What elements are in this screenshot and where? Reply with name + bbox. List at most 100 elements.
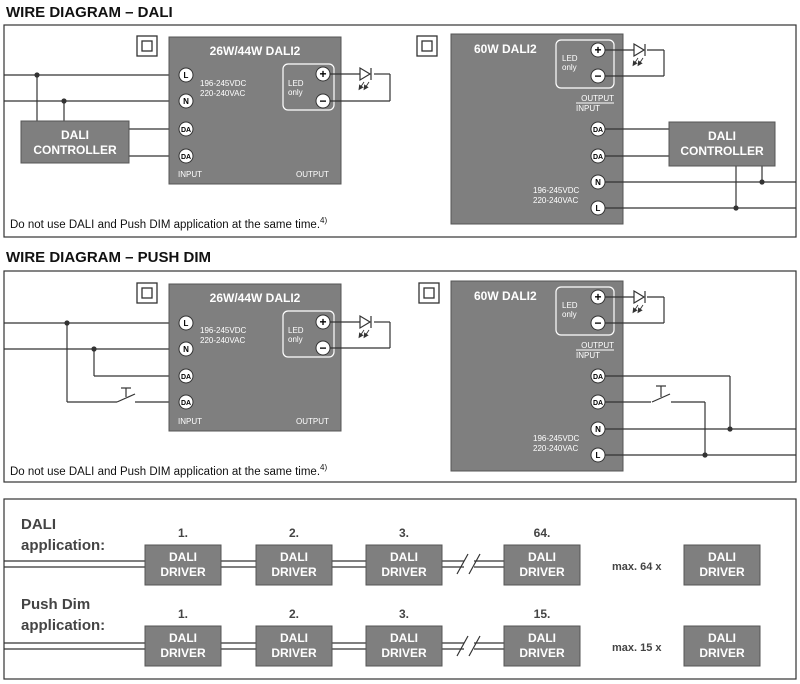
terminal-n: N — [590, 174, 606, 190]
wire-junction — [727, 426, 733, 432]
svg-text:DRIVER: DRIVER — [699, 646, 745, 660]
terminal-da: DA — [178, 368, 194, 384]
svg-text:DALI: DALI — [528, 631, 556, 645]
controller-label: DALI — [61, 128, 89, 142]
terminal-l: L — [590, 447, 606, 463]
svg-text:DALI: DALI — [169, 631, 197, 645]
input-label: INPUT — [178, 170, 202, 179]
push-driver-15: 15. DALI DRIVER — [503, 607, 581, 667]
output-label: OUTPUT — [296, 170, 329, 179]
terminal-n: N — [178, 93, 194, 109]
svg-text:1.: 1. — [178, 526, 188, 540]
output-label: OUTPUT — [296, 417, 329, 426]
wire-junction — [64, 320, 70, 326]
minus-terminal: − — [590, 315, 606, 331]
led-output-wires — [330, 73, 391, 102]
svg-text:−: − — [319, 341, 326, 355]
push-dim-application-label: Push Dim — [21, 596, 90, 613]
svg-text:DRIVER: DRIVER — [699, 565, 745, 579]
svg-text:1.: 1. — [178, 607, 188, 621]
svg-text:DRIVER: DRIVER — [271, 646, 317, 660]
dali-driver-64: 64. DALI DRIVER — [503, 526, 581, 586]
voltage-dc: 196-245VDC — [533, 434, 579, 443]
svg-text:DALI: DALI — [708, 631, 736, 645]
voltage-ac: 220-240VAC — [200, 336, 245, 345]
dali-warning-note: Do not use DALI and Push DIM application… — [10, 216, 327, 231]
terminal-da: DA — [590, 368, 606, 384]
minus-terminal: − — [590, 68, 606, 84]
svg-text:DALI: DALI — [528, 550, 556, 564]
voltage-ac: 220-240VAC — [533, 196, 578, 205]
svg-text:L: L — [596, 451, 601, 460]
right-push-wires — [605, 375, 796, 456]
svg-text:DALI: DALI — [280, 550, 308, 564]
svg-text:3.: 3. — [399, 526, 409, 540]
applications-frame — [3, 498, 797, 680]
svg-text:DRIVER: DRIVER — [160, 646, 206, 660]
wire-junction — [91, 346, 97, 352]
terminal-da: DA — [590, 121, 606, 137]
svg-text:DA: DA — [593, 400, 603, 407]
dali-driver-1: 1. DALI DRIVER — [144, 526, 222, 586]
led-only-label: only — [288, 88, 303, 97]
dali-application-label: DALI — [21, 516, 56, 533]
input-label: INPUT — [576, 351, 600, 360]
dali-driver-max: DALI DRIVER — [683, 544, 761, 586]
led-only-label: LED — [288, 326, 304, 335]
svg-text:15.: 15. — [534, 607, 551, 621]
svg-text:−: − — [594, 316, 601, 330]
svg-text:N: N — [183, 97, 189, 106]
minus-terminal: − — [315, 340, 331, 356]
svg-text:DALI: DALI — [280, 631, 308, 645]
terminal-n: N — [590, 421, 606, 437]
push-driver-max: DALI DRIVER — [683, 625, 761, 667]
led-diode-icon — [358, 66, 372, 91]
led-diode-icon — [358, 314, 372, 339]
svg-text:DRIVER: DRIVER — [381, 646, 427, 660]
push-dim-application-label: application: — [21, 617, 105, 634]
input-label: INPUT — [576, 104, 600, 113]
dali-max-label: max. 64 x — [612, 561, 662, 573]
terminal-da: DA — [590, 148, 606, 164]
dali-driver-2: 2. DALI DRIVER — [255, 526, 333, 586]
svg-text:DA: DA — [181, 127, 191, 134]
led-output-wires — [605, 296, 665, 324]
voltage-dc: 196-245VDC — [200, 79, 246, 88]
dali-application-label: application: — [21, 537, 105, 554]
wire-junction — [759, 179, 765, 185]
svg-text:DRIVER: DRIVER — [519, 646, 565, 660]
svg-text:64.: 64. — [534, 526, 551, 540]
svg-text:DALI: DALI — [390, 631, 418, 645]
svg-text:L: L — [596, 204, 601, 213]
push-dim-warning-note: Do not use DALI and Push DIM application… — [10, 463, 327, 478]
svg-text:2.: 2. — [289, 526, 299, 540]
svg-text:+: + — [319, 67, 326, 81]
plus-terminal: + — [590, 289, 606, 305]
led-diode-icon — [632, 42, 646, 67]
led-only-label: LED — [562, 54, 578, 63]
output-label: OUTPUT — [581, 341, 614, 350]
push-button-icon — [651, 385, 671, 406]
led-output-wires — [330, 321, 391, 349]
voltage-dc: 196-245VDC — [200, 326, 246, 335]
svg-text:DRIVER: DRIVER — [519, 565, 565, 579]
double-insulation-icon — [136, 282, 158, 304]
svg-text:3.: 3. — [399, 607, 409, 621]
svg-text:DRIVER: DRIVER — [381, 565, 427, 579]
svg-text:N: N — [595, 178, 601, 187]
led-only-label: LED — [288, 79, 304, 88]
push-driver-3: 3. DALI DRIVER — [365, 607, 443, 667]
svg-text:N: N — [183, 345, 189, 354]
svg-text:L: L — [184, 319, 189, 328]
voltage-dc: 196-245VDC — [533, 186, 579, 195]
terminal-da: DA — [178, 394, 194, 410]
svg-text:DA: DA — [181, 374, 191, 381]
double-insulation-icon — [136, 35, 158, 57]
wire-junction — [34, 72, 40, 78]
terminal-da: DA — [178, 121, 194, 137]
led-diode-icon — [632, 289, 646, 314]
svg-text:+: + — [594, 290, 601, 304]
svg-text:DRIVER: DRIVER — [271, 565, 317, 579]
push-button-icon — [116, 387, 136, 403]
